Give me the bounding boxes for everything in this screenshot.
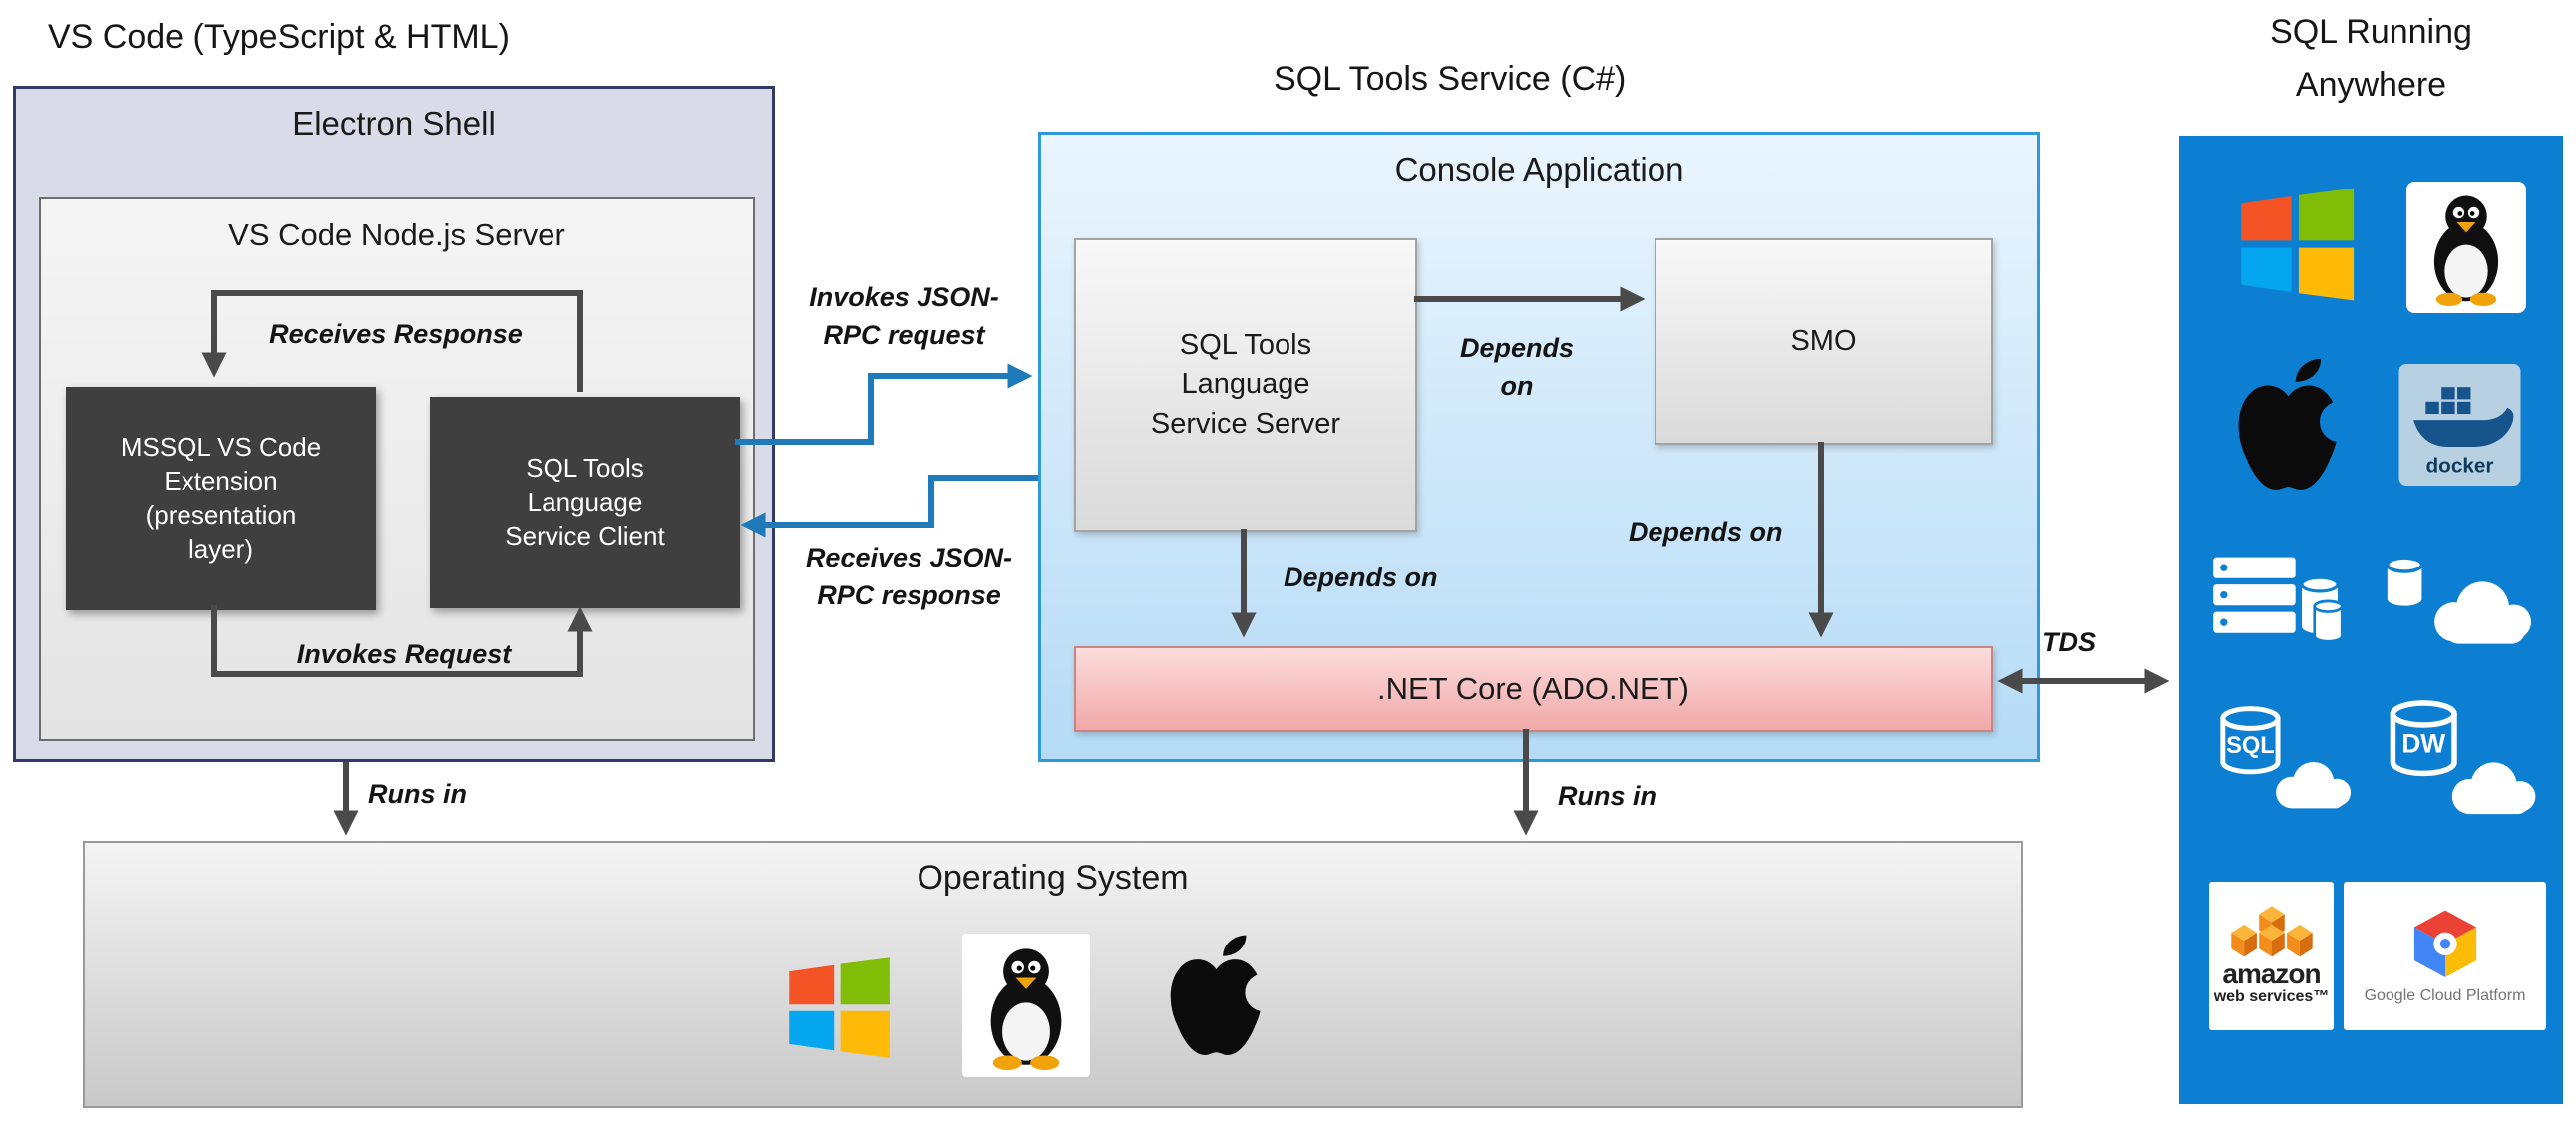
sql-db-label: SQL	[2226, 733, 2275, 759]
console-application-box: Console Application SQL Tools Language S…	[1038, 132, 2040, 762]
data-warehouse-cloud-icon: DW	[2390, 700, 2536, 815]
runs-in-left-label: Runs in	[368, 779, 467, 809]
apple-logo-icon	[2238, 358, 2339, 490]
gcp-hexagon-icon	[2413, 910, 2476, 977]
service-server-box: SQL Tools Language Service Server	[1074, 238, 1417, 532]
gcp-logo-tile: Google Cloud Platform	[2344, 882, 2546, 1030]
dotnet-core-box: .NET Core (ADO.NET)	[1074, 646, 1993, 732]
tds-label: TDS	[2042, 627, 2096, 657]
linux-tux-icon	[990, 948, 1062, 1070]
docker-logo-icon: docker	[2398, 364, 2521, 486]
vscode-section-title: VS Code (TypeScript & HTML)	[48, 18, 510, 56]
service-server-label: SQL Tools Language Service Server	[1150, 329, 1341, 440]
operating-system-title: Operating System	[917, 859, 1189, 897]
sql-anywhere-title-line2: Anywhere	[2295, 65, 2447, 104]
smo-box: SMO	[1655, 238, 1993, 445]
electron-shell-title: Electron Shell	[292, 105, 496, 142]
sql-anywhere-panel: docker	[2179, 136, 2563, 1104]
sql-database-cloud-icon: SQL	[2220, 706, 2352, 809]
operating-system-box: Operating System	[83, 841, 2023, 1108]
cloud-database-icon	[2386, 556, 2532, 644]
depends-on-core-right-label: Depends on	[1629, 517, 1783, 547]
arrow-jsonrpc-response	[740, 475, 1038, 538]
sql-anywhere-section-title: SQL Running Anywhere	[2179, 6, 2563, 111]
apple-logo-icon	[1170, 935, 1263, 1055]
sql-anywhere-title-line1: SQL Running	[2270, 13, 2472, 51]
service-client-label: SQL Tools Language Service Client	[505, 453, 665, 551]
gcp-label: Google Cloud Platform	[2364, 986, 2526, 1004]
arrow-jsonrpc-request	[735, 363, 1033, 445]
mssql-extension-label: MSSQL VS Code Extension (presentation la…	[120, 432, 322, 564]
depends-on-core-left-label: Depends on	[1284, 563, 1438, 592]
linux-tux-icon	[2433, 195, 2499, 306]
depends-on-smo-label: Depends on	[1459, 333, 1575, 401]
aws-cubes-icon	[2230, 906, 2313, 957]
linux-tile	[962, 934, 1090, 1077]
docker-label: docker	[2426, 455, 2494, 478]
dw-db-label: DW	[2401, 729, 2445, 759]
sql-server-stack-icon	[2213, 557, 2344, 643]
node-server-title: VS Code Node.js Server	[228, 217, 565, 252]
console-application-title: Console Application	[1394, 151, 1684, 188]
invokes-request-label: Invokes Request	[296, 639, 512, 669]
receives-jsonrpc-label: Receives JSON-RPC response	[805, 543, 1013, 610]
electron-shell-box: Electron Shell VS Code Node.js Server MS…	[13, 86, 775, 762]
aws-label-line1: amazon	[2222, 957, 2321, 989]
windows-logo-icon	[789, 957, 890, 1058]
receives-response-label: Receives Response	[269, 319, 523, 349]
mssql-extension-box: MSSQL VS Code Extension (presentation la…	[66, 387, 376, 610]
invokes-jsonrpc-label: Invokes JSON-RPC request	[809, 282, 999, 350]
runs-in-middle-label: Runs in	[1558, 781, 1656, 811]
linux-tile	[2406, 182, 2526, 313]
dotnet-core-label: .NET Core (ADO.NET)	[1377, 671, 1689, 706]
node-server-box: VS Code Node.js Server MSSQL VS Code Ext…	[39, 197, 755, 741]
service-client-box: SQL Tools Language Service Client	[430, 397, 740, 608]
sqltools-section-title: SQL Tools Service (C#)	[1274, 60, 1627, 98]
smo-label: SMO	[1790, 324, 1857, 357]
windows-logo-icon	[2241, 188, 2355, 301]
aws-logo-tile: amazon web services™	[2209, 882, 2334, 1030]
aws-label-line2: web services™	[2213, 988, 2330, 1006]
